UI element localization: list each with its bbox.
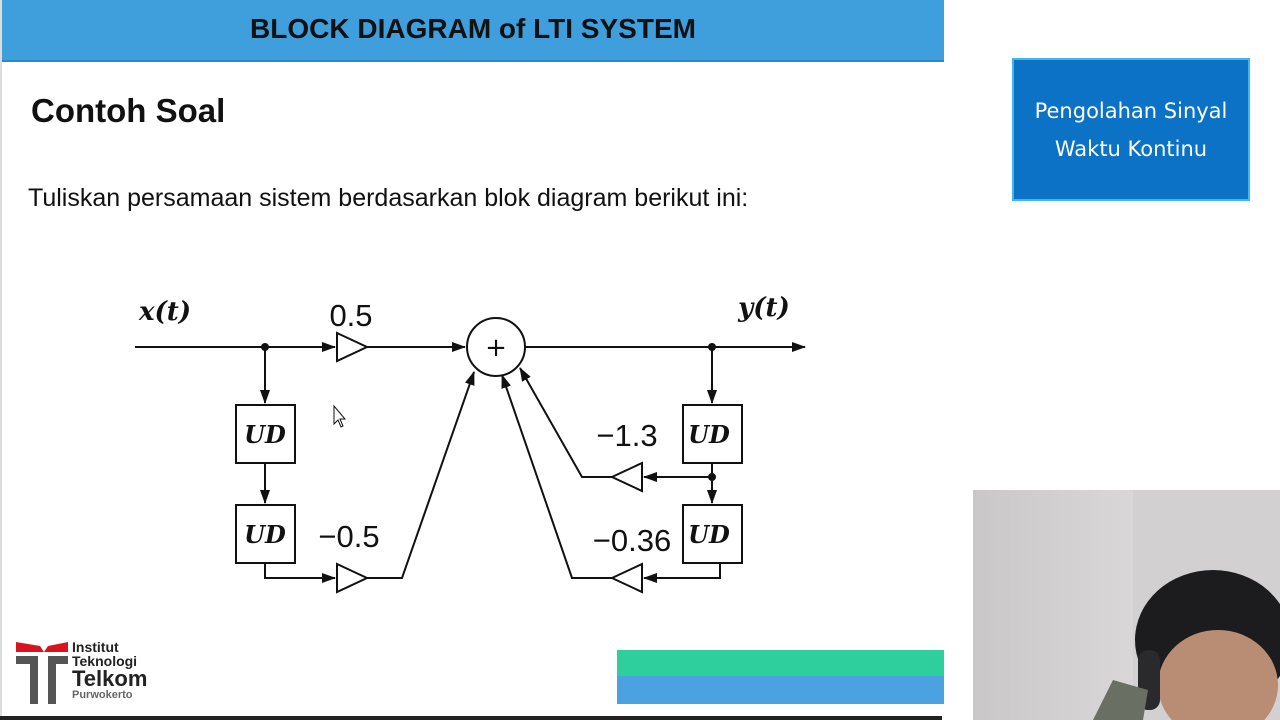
delay-label: UD [244, 520, 286, 549]
gain-label-neg0.36: −0.36 [593, 523, 671, 558]
mouse-cursor-icon [333, 404, 347, 428]
gain-label-neg0.5: −0.5 [318, 519, 379, 554]
decor-bar-teal [617, 650, 944, 676]
adder-symbol: + [485, 333, 507, 363]
slide-title: BLOCK DIAGRAM of LTI SYSTEM [250, 13, 696, 44]
logo-line: Purwokerto [72, 689, 133, 701]
delay-label: UD [688, 520, 730, 549]
gain-triangle-neg0.36 [609, 562, 643, 594]
decor-bar-blue [617, 676, 944, 704]
delay-block-left-1 [235, 404, 296, 464]
delay-block-right-2 [682, 504, 743, 564]
slide: BLOCK DIAGRAM of LTI SYSTEM Contoh Soal … [0, 0, 944, 716]
slide-header: BLOCK DIAGRAM of LTI SYSTEM [2, 0, 944, 62]
gain-label-neg1.3: −1.3 [596, 418, 657, 453]
logo-text: Institut Teknologi Telkom Purwokerto [72, 640, 147, 701]
course-line-2: Waktu Kontinu [1054, 136, 1208, 161]
block-diagram: + UD UD UD UD x(t) y(t) 0.5 −0.5 −1.3 −0… [135, 293, 806, 594]
gain-triangle-neg1.3 [609, 461, 643, 493]
logo-line: Institut [72, 639, 119, 655]
course-line-1: Pengolahan Sinyal [1034, 98, 1228, 123]
webcam-feed [973, 490, 1280, 720]
telkom-logo-icon [16, 642, 68, 704]
presenter-video-icon [1093, 490, 1280, 720]
delay-label: UD [688, 420, 730, 449]
delay-block-right-1 [682, 404, 743, 464]
instruction-text: Tuliskan persamaan sistem berdasarkan bl… [28, 184, 749, 212]
gain-label-0.5: 0.5 [329, 298, 372, 333]
output-label: y(t) [737, 293, 790, 323]
slide-bottom-border [0, 716, 942, 720]
delay-label: UD [244, 420, 286, 449]
gain-triangle-0.5 [336, 331, 370, 363]
input-label: x(t) [138, 297, 191, 327]
gain-triangle-neg0.5 [336, 562, 370, 594]
slide-subtitle: Contoh Soal [31, 92, 226, 129]
logo-line: Teknologi [72, 653, 138, 669]
course-title-box: Pengolahan Sinyal Waktu Kontinu [1012, 58, 1250, 201]
logo-line: Telkom [72, 666, 148, 691]
